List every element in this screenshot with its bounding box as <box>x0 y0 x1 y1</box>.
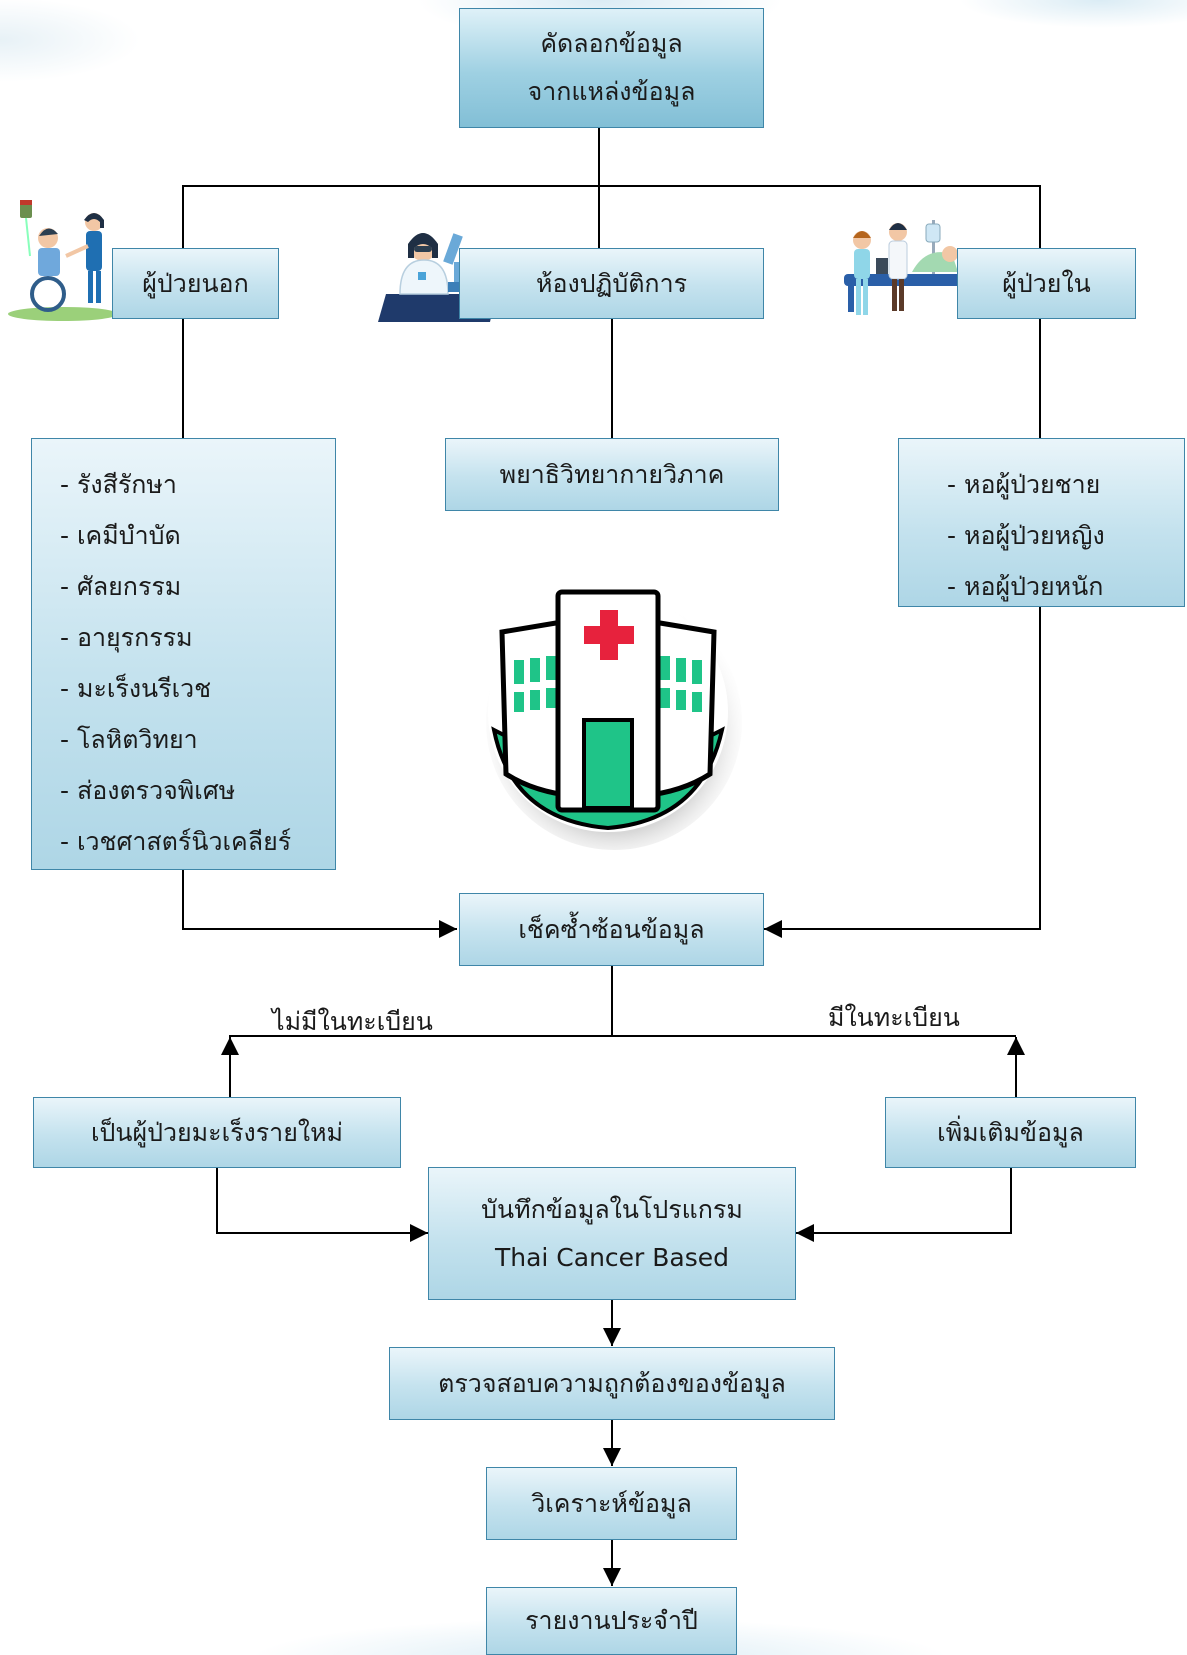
inpatient-unit-item: - หอผู้ป่วยชาย <box>947 470 1101 499</box>
copy-data-line1: คัดลอกข้อมูล <box>540 29 683 58</box>
lab-unit-label: พยาธิวิทยากายวิภาค <box>499 459 725 489</box>
inpatient-node: ผู้ป่วยใน <box>957 248 1136 319</box>
laboratory-node: ห้องปฏิบัติการ <box>459 248 764 319</box>
hospital-building-icon <box>486 589 742 850</box>
inpatient-unit-item: - หอผู้ป่วยหญิง <box>947 521 1105 550</box>
add-info-node: เพิ่มเติมข้อมูล <box>885 1097 1136 1168</box>
outpatient-node: ผู้ป่วยนอก <box>112 248 279 319</box>
record-line2: Thai Cancer Based <box>494 1242 730 1272</box>
verify-label: ตรวจสอบความถูกต้องของข้อมูล <box>438 1368 786 1398</box>
laboratory-label: ห้องปฏิบัติการ <box>535 268 688 298</box>
edge-copy-split <box>182 185 1041 248</box>
outpatient-unit-item: - เวชศาสตร์นิวเคลียร์ <box>60 827 292 856</box>
outpatient-unit-item: - มะเร็งนรีเวช <box>60 674 212 703</box>
inpatient-unit-item: - หอผู้ป่วยหนัก <box>947 572 1104 601</box>
copy-data-line2: จากแหล่งข้อมูล <box>527 77 696 106</box>
verify-node: ตรวจสอบความถูกต้องของข้อมูล <box>389 1347 835 1420</box>
annual-report-node: รายงานประจำปี <box>486 1587 737 1655</box>
add-info-label: เพิ่มเติมข้อมูล <box>937 1117 1084 1147</box>
inpatient-label: ผู้ป่วยใน <box>1002 268 1091 298</box>
registered-label: มีในทะเบียน <box>828 1003 960 1032</box>
duplicate-check-label: เช็คซ้ำซ้อนข้อมูล <box>518 914 705 944</box>
edge-new-patient-to-record <box>216 1168 428 1242</box>
new-patient-label: เป็นผู้ป่วยมะเร็งรายใหม่ <box>90 1117 344 1147</box>
outpatient-units-node: - รังสีรักษา - เคมีบำบัด - ศัลยกรรม - อา… <box>31 438 336 870</box>
edge-add-info-to-record <box>796 1168 1012 1242</box>
new-patient-node: เป็นผู้ป่วยมะเร็งรายใหม่ <box>33 1097 401 1168</box>
hospital-bed-icon <box>844 220 968 315</box>
copy-data-node: คัดลอกข้อมูล จากแหล่งข้อมูล <box>459 8 764 128</box>
duplicate-check-node: เช็คซ้ำซ้อนข้อมูล <box>459 893 764 966</box>
analyze-node: วิเคราะห์ข้อมูล <box>486 1467 737 1540</box>
outpatient-unit-item: - ศัลยกรรม <box>60 572 182 601</box>
annual-report-label: รายงานประจำปี <box>525 1606 698 1635</box>
edge-outpatient-to-check <box>182 869 457 938</box>
wheelchair-patient-icon <box>8 200 118 321</box>
edge-split-left-h <box>229 1035 612 1037</box>
outpatient-unit-item: - ส่องตรวจพิเศษ <box>60 776 236 805</box>
outpatient-unit-item: - รังสีรักษา <box>60 470 177 499</box>
outpatient-unit-item: - โลหิตวิทยา <box>60 725 198 754</box>
not-registered-label: ไม่มีในทะเบียน <box>272 1007 433 1036</box>
lab-unit-node: พยาธิวิทยากายวิภาค <box>445 438 779 511</box>
analyze-label: วิเคราะห์ข้อมูล <box>531 1488 692 1518</box>
edge-inpatient-to-check <box>764 606 1041 938</box>
outpatient-unit-item: - เคมีบำบัด <box>60 521 181 550</box>
record-line1: บันทึกข้อมูลในโปรแกรม <box>481 1194 743 1224</box>
outpatient-unit-item: - อายุรกรรม <box>60 623 193 652</box>
outpatient-label: ผู้ป่วยนอก <box>142 268 249 298</box>
inpatient-units-node: - หอผู้ป่วยชาย - หอผู้ป่วยหญิง - หอผู้ป่… <box>898 438 1185 607</box>
record-node: บันทึกข้อมูลในโปรแกรม Thai Cancer Based <box>428 1167 796 1300</box>
